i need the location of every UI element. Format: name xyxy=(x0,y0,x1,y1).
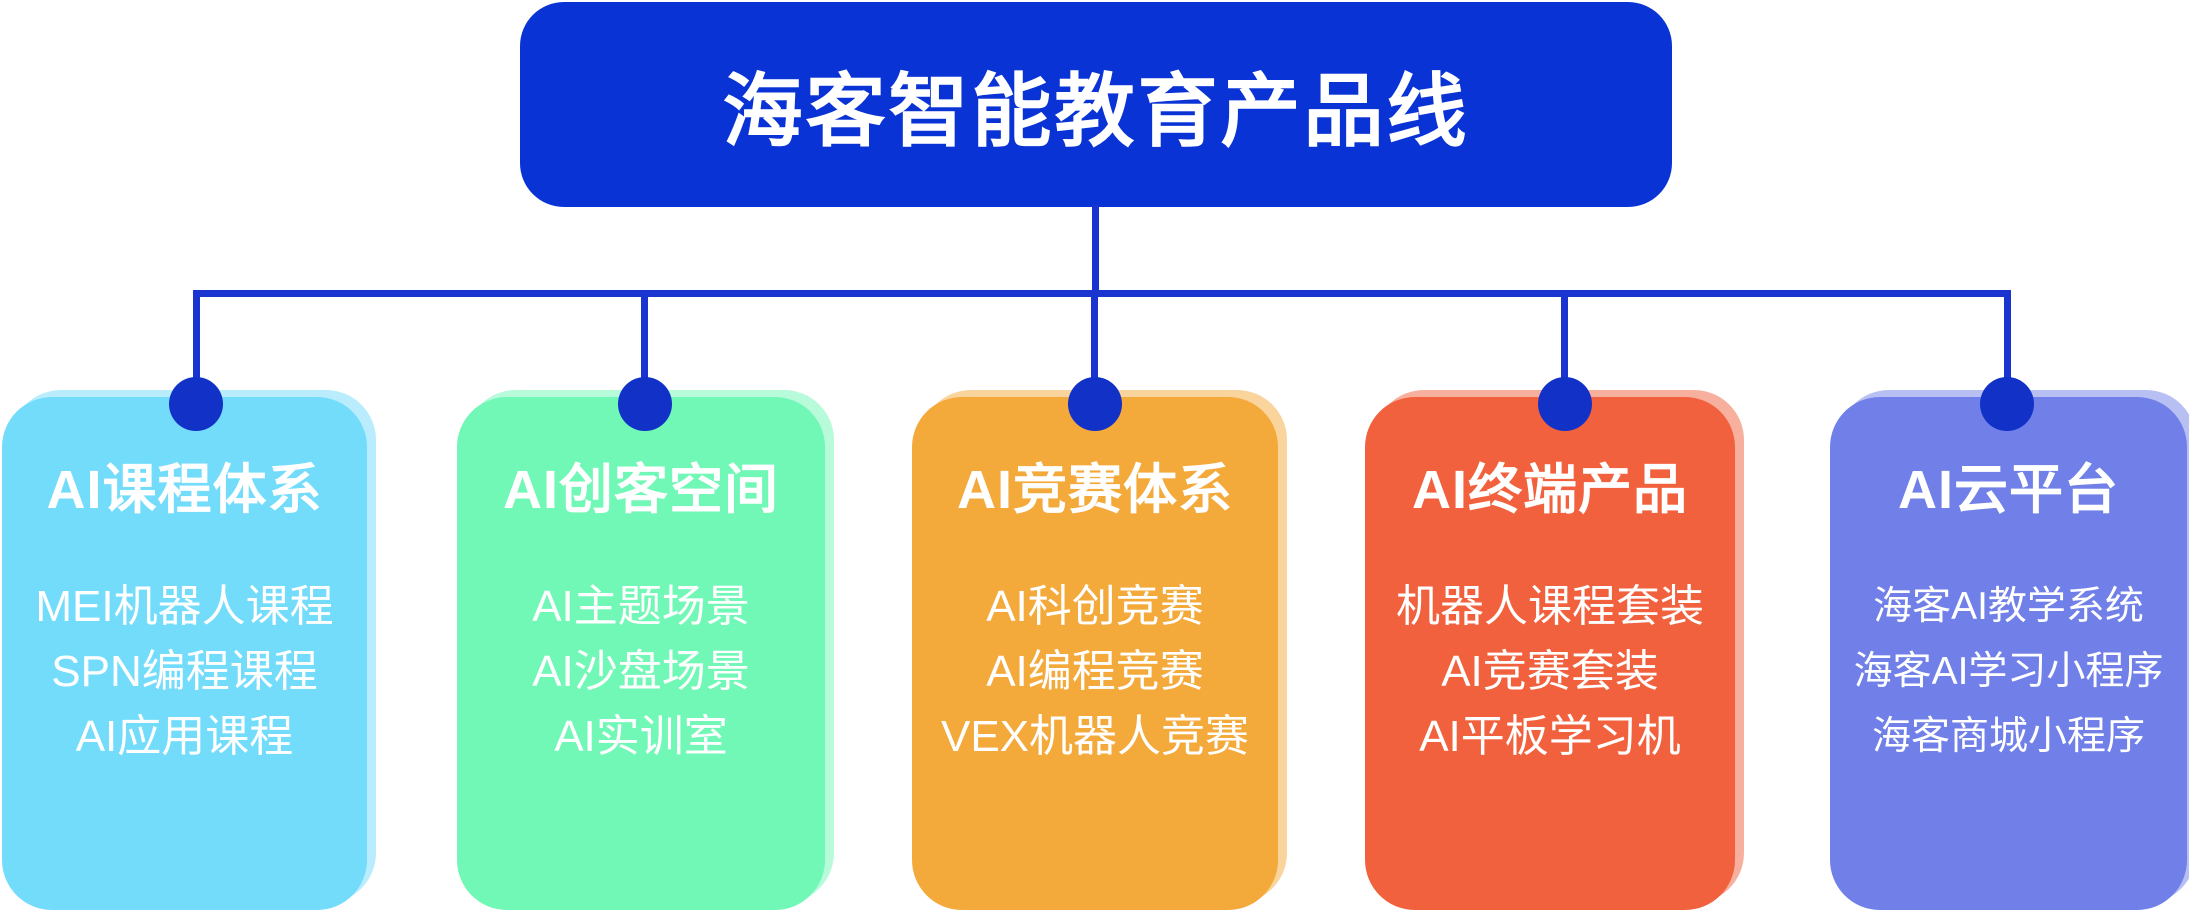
card-item: AI科创竞赛 xyxy=(986,582,1204,631)
card-item: AI竞赛套装 xyxy=(1441,647,1659,696)
connector-root-stub xyxy=(1092,205,1099,297)
card-item: MEI机器人课程 xyxy=(35,582,334,631)
card-item: 海客商城小程序 xyxy=(1871,715,2145,758)
card-item: 机器人课程套装 xyxy=(1396,582,1704,631)
connector-dot-1 xyxy=(169,377,223,431)
card-item: VEX机器人竞赛 xyxy=(940,712,1250,761)
diagram-title: 海客智能教育产品线 xyxy=(722,66,1470,156)
card-item-list: AI主题场景 AI沙盘场景 AI实训室 xyxy=(457,574,825,769)
connector-dot-4 xyxy=(1538,377,1592,431)
card-title: AI课程体系 xyxy=(46,460,323,520)
card-ai-competition-system: AI竞赛体系 AI科创竞赛 AI编程竞赛 VEX机器人竞赛 xyxy=(912,397,1278,910)
card-item: AI编程竞赛 xyxy=(986,647,1204,696)
card-item-list: 机器人课程套装 AI竞赛套装 AI平板学习机 xyxy=(1365,574,1735,769)
connector-dot-5 xyxy=(1980,377,2034,431)
card-item: 海客AI教学系统 xyxy=(1873,585,2144,628)
card-item: AI应用课程 xyxy=(75,712,294,761)
connector-drop-4 xyxy=(1561,290,1568,415)
connector-drop-2 xyxy=(641,290,648,415)
connector-dot-2 xyxy=(618,377,672,431)
connector-drop-5 xyxy=(2004,290,2011,415)
card-item: AI平板学习机 xyxy=(1419,712,1681,761)
connector-horizontal-line xyxy=(193,290,2011,297)
card-title: AI竞赛体系 xyxy=(957,460,1233,520)
card-item-list: MEI机器人课程 SPN编程课程 AI应用课程 xyxy=(2,574,367,769)
card-item: SPN编程课程 xyxy=(51,647,318,696)
card-item-list: 海客AI教学系统 海客AI学习小程序 海客商城小程序 xyxy=(1830,574,2187,769)
card-title: AI创客空间 xyxy=(503,460,779,520)
card-item-list: AI科创竞赛 AI编程竞赛 VEX机器人竞赛 xyxy=(912,574,1278,769)
card-ai-terminal-products: AI终端产品 机器人课程套装 AI竞赛套装 AI平板学习机 xyxy=(1365,397,1735,910)
card-item: AI实训室 xyxy=(554,712,728,761)
card-ai-course-system: AI课程体系 MEI机器人课程 SPN编程课程 AI应用课程 xyxy=(2,397,367,910)
card-title: AI终端产品 xyxy=(1412,460,1688,520)
card-title: AI云平台 xyxy=(1898,460,2119,520)
root-node: 海客智能教育产品线 xyxy=(520,2,1672,207)
card-item: AI主题场景 xyxy=(532,582,750,631)
connector-dot-3 xyxy=(1068,377,1122,431)
card-item: AI沙盘场景 xyxy=(532,647,750,696)
card-ai-maker-space: AI创客空间 AI主题场景 AI沙盘场景 AI实训室 xyxy=(457,397,825,910)
card-item: 海客AI学习小程序 xyxy=(1853,650,2164,693)
connector-drop-1 xyxy=(193,290,200,415)
card-ai-cloud-platform: AI云平台 海客AI教学系统 海客AI学习小程序 海客商城小程序 xyxy=(1830,397,2187,910)
connector-drop-3 xyxy=(1091,290,1098,415)
